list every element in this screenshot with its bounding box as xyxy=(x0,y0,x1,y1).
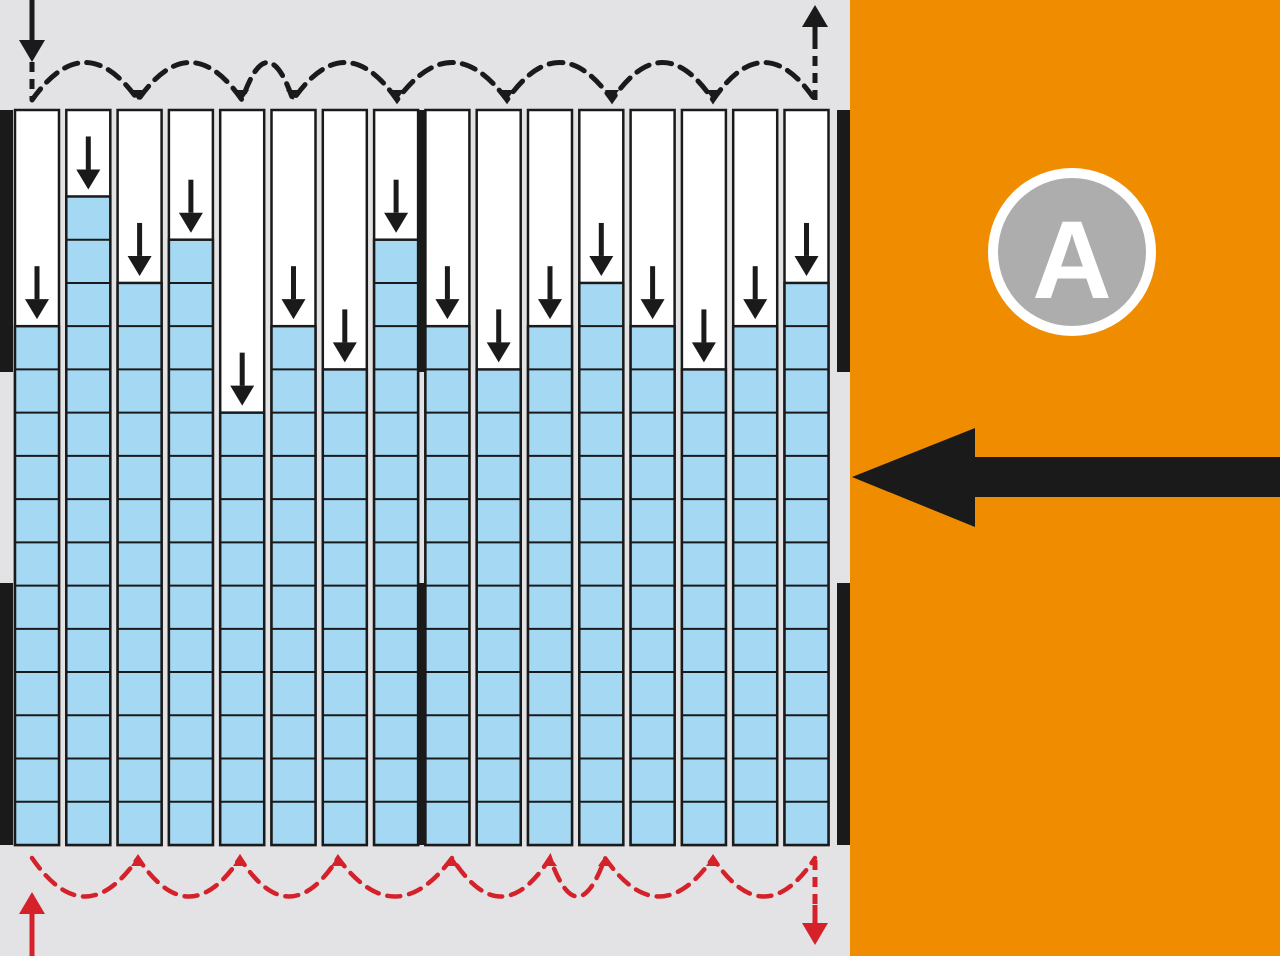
flow-marker xyxy=(605,90,619,100)
down-arrow-icon xyxy=(743,266,768,320)
down-arrow-icon-head xyxy=(19,40,45,62)
tube-liquid xyxy=(65,195,112,847)
flow-marker xyxy=(390,90,404,100)
frame-bar xyxy=(837,110,850,372)
tube-liquid xyxy=(783,281,830,847)
tube-9 xyxy=(424,108,471,847)
tube-11 xyxy=(526,108,574,847)
tube-14 xyxy=(680,108,728,847)
flow-marker xyxy=(235,90,249,100)
frame-bar xyxy=(837,583,850,845)
tube-8 xyxy=(372,108,420,847)
up-arrow-icon-head xyxy=(802,5,828,27)
down-arrow-icon-head xyxy=(743,299,768,320)
down-arrow-icon-head xyxy=(802,923,828,945)
tube-1 xyxy=(13,108,61,847)
down-arrow-icon-head xyxy=(76,169,101,190)
down-arrow-icon xyxy=(230,352,255,406)
down-arrow-icon xyxy=(802,905,828,945)
down-arrow-icon-head xyxy=(486,342,511,363)
up-arrow-icon xyxy=(19,892,45,956)
tube-12 xyxy=(578,108,625,847)
down-arrow-icon xyxy=(25,266,49,320)
tube-6 xyxy=(270,108,317,847)
down-arrow-icon xyxy=(127,222,152,276)
down-arrow-icon xyxy=(332,309,357,363)
flow-marker xyxy=(233,856,247,866)
flow-marker xyxy=(598,856,612,866)
down-arrow-icon xyxy=(76,136,101,190)
flow-marker xyxy=(706,90,720,100)
flow-marker xyxy=(543,856,557,866)
flow-marker xyxy=(131,856,145,866)
down-arrow-icon-head xyxy=(230,385,255,406)
tube-4 xyxy=(167,108,215,847)
down-arrow-icon xyxy=(794,222,819,276)
flow-marker xyxy=(445,856,459,866)
badge-circle xyxy=(998,178,1146,326)
up-arrow-icon-head xyxy=(19,892,45,914)
flow-marker xyxy=(331,856,345,866)
flow-marker xyxy=(286,90,300,100)
tube-13 xyxy=(629,108,676,847)
tube-15 xyxy=(731,108,779,847)
down-arrow-icon xyxy=(640,266,665,320)
flow-marker xyxy=(131,90,145,100)
tube-3 xyxy=(116,108,163,847)
tube-5 xyxy=(218,108,266,847)
badge-label: A xyxy=(1032,199,1111,322)
down-arrow-icon-head xyxy=(25,299,49,320)
tube-7 xyxy=(321,108,369,847)
frame-bar xyxy=(0,583,13,845)
flow-marker xyxy=(706,856,720,866)
down-arrow-icon-head xyxy=(640,299,665,320)
down-arrow-icon-head xyxy=(178,212,203,233)
bottom-flow-path xyxy=(19,852,828,956)
flow-marker xyxy=(500,90,514,100)
badge-a: A xyxy=(988,168,1156,336)
top-flow-path xyxy=(19,0,828,106)
down-arrow-icon xyxy=(486,309,511,363)
down-arrow-icon xyxy=(589,222,614,276)
down-arrow-icon xyxy=(691,309,716,363)
top-dashed-flow xyxy=(29,60,818,106)
down-arrow-icon-head xyxy=(691,342,716,363)
down-arrow-icon xyxy=(384,179,409,233)
down-arrow-icon-head xyxy=(281,299,306,320)
down-arrow-icon-head xyxy=(435,299,460,320)
left-arrow-shaft xyxy=(972,457,1280,497)
down-arrow-icon xyxy=(19,0,45,62)
tube-10 xyxy=(475,108,522,847)
tube-liquid xyxy=(475,368,522,847)
down-arrow-icon-head xyxy=(332,342,357,363)
tube-liquid xyxy=(680,368,728,847)
down-arrow-icon-head xyxy=(794,255,819,276)
tube-16 xyxy=(783,108,830,847)
frame-bar xyxy=(0,110,13,372)
down-arrow-icon-head xyxy=(589,255,614,276)
down-arrow-icon-head xyxy=(127,255,152,276)
down-arrow-icon xyxy=(178,179,203,233)
left-arrow-icon xyxy=(852,428,975,527)
tube-liquid xyxy=(578,281,625,847)
down-arrow-icon xyxy=(281,266,306,320)
bottom-dashed-flow xyxy=(29,852,818,899)
down-arrow-icon xyxy=(435,266,460,320)
down-arrow-icon xyxy=(538,266,562,320)
down-arrow-icon-head xyxy=(538,299,562,320)
tube-array xyxy=(13,108,830,847)
down-arrow-icon-head xyxy=(384,212,409,233)
tube-liquid xyxy=(321,368,369,847)
up-arrow-icon xyxy=(802,5,828,45)
tube-liquid xyxy=(116,281,163,847)
tube-2 xyxy=(65,108,112,847)
feed-arrow-group xyxy=(852,428,1280,527)
